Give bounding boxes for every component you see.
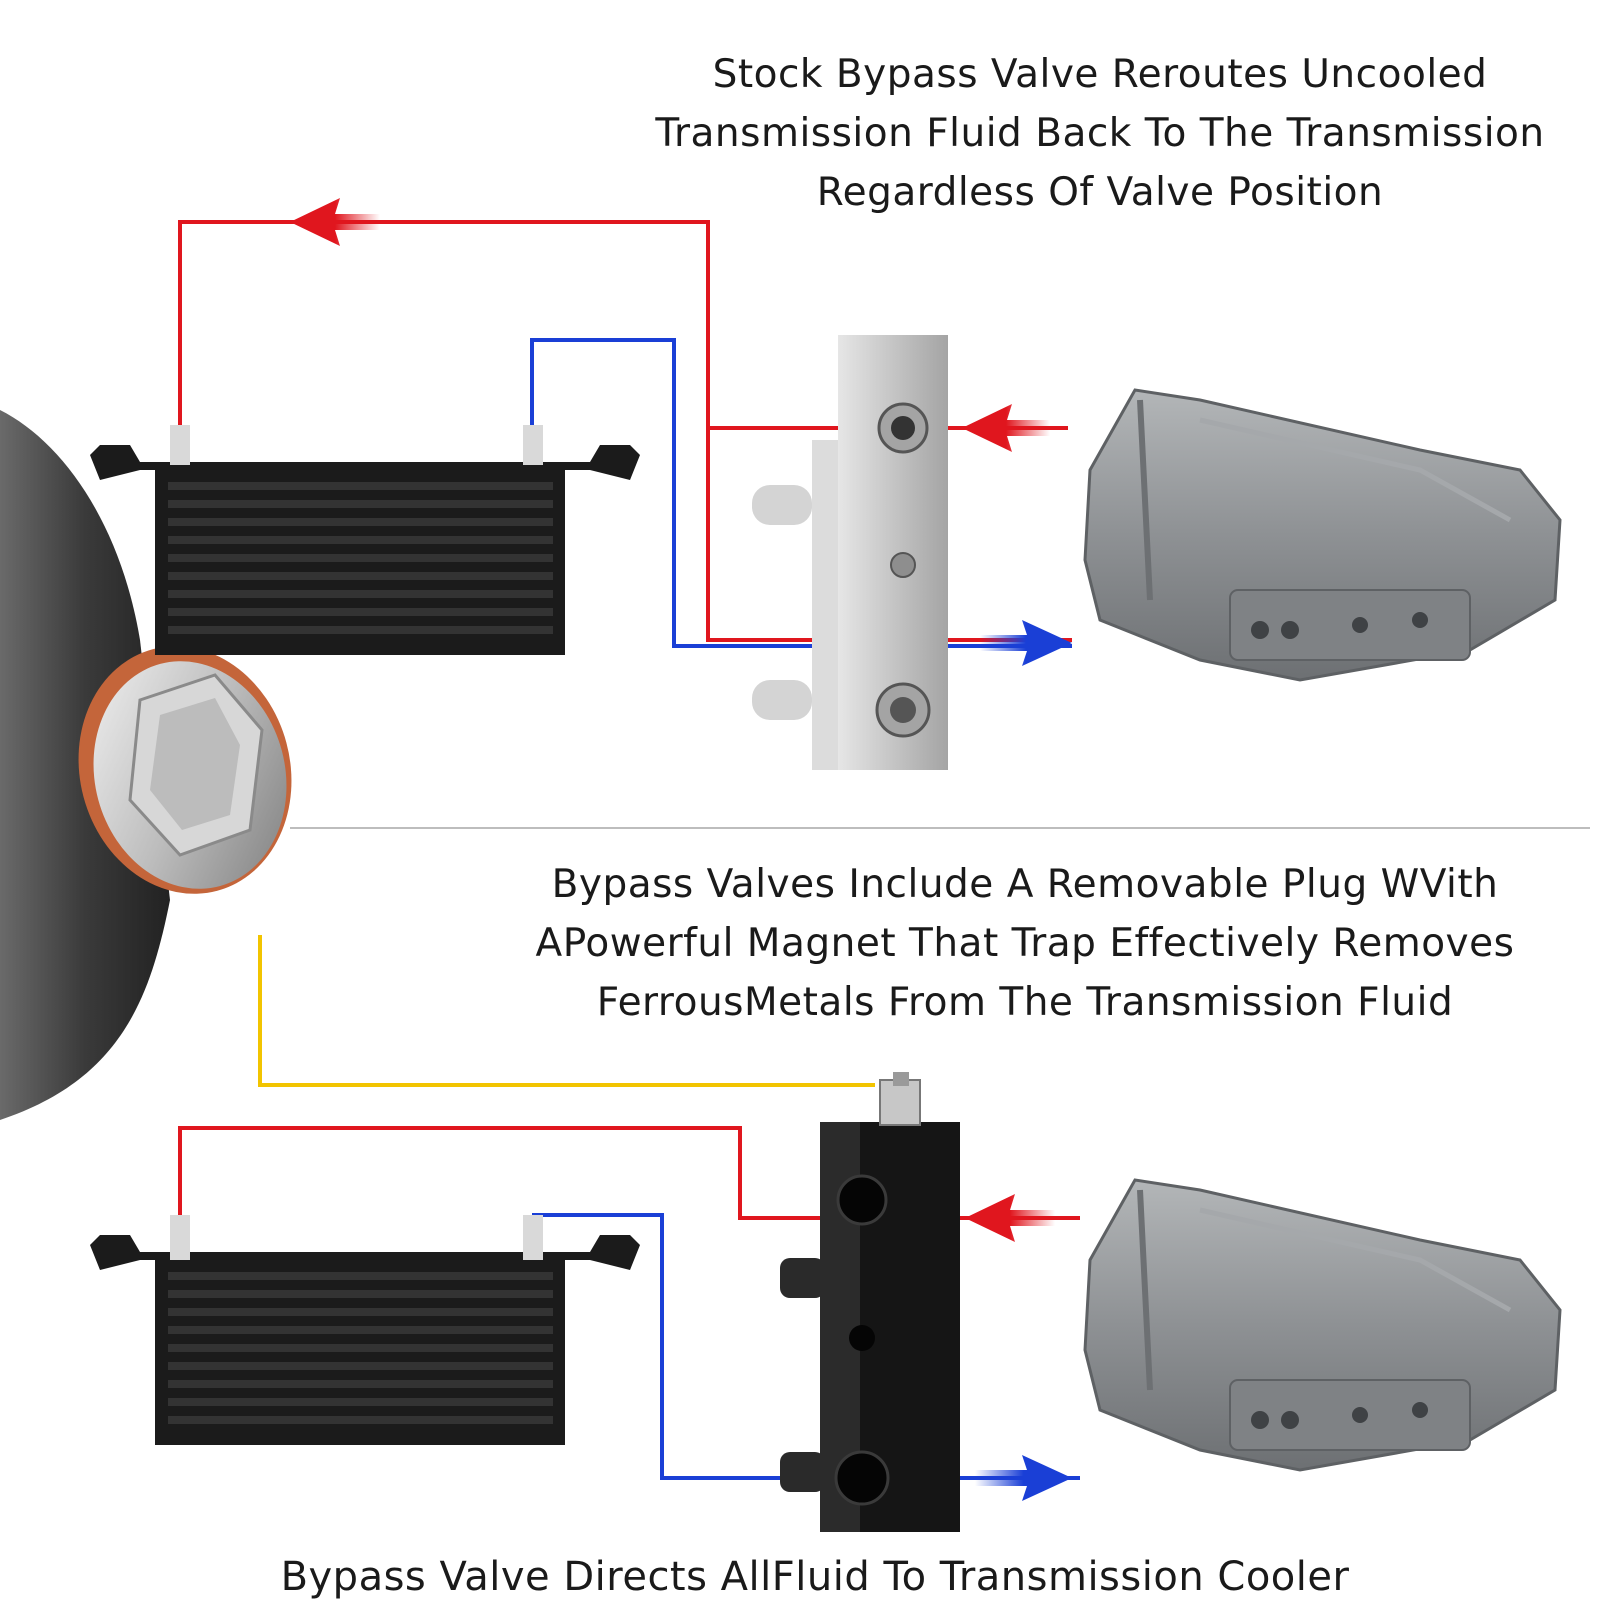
transmission-cooler-top — [90, 425, 640, 655]
stock-bypass-valve — [752, 335, 948, 770]
caption-line: APowerful Magnet That Trap Effectively R… — [535, 921, 1515, 966]
caption-line: FerrousMetals From The Transmission Flui… — [596, 980, 1454, 1025]
magnetic-plug-icon — [879, 1072, 921, 1126]
arrow-icon — [980, 620, 1072, 666]
caption-line: Transmission Fluid Back To The Transmiss… — [655, 111, 1545, 156]
caption-magnetic-plug: Bypass Valves Include A Removable Plug W… — [455, 855, 1595, 1032]
caption-upgraded-valve: Bypass Valve Directs AllFluid To Transmi… — [190, 1548, 1440, 1607]
transmission-bottom — [1083, 1178, 1562, 1472]
arrow-icon — [975, 1455, 1072, 1501]
arrow-icon — [962, 404, 1050, 452]
arrow-icon — [290, 198, 380, 246]
stock-flow-lines — [178, 220, 1072, 648]
arrow-icon — [965, 1194, 1055, 1242]
caption-line: Regardless Of Valve Position — [816, 170, 1384, 215]
caption-line: Bypass Valve Directs AllFluid To Transmi… — [280, 1554, 1350, 1600]
upgraded-bypass-valve — [780, 1122, 960, 1532]
caption-stock-valve: Stock Bypass Valve Reroutes Uncooled Tra… — [600, 45, 1600, 222]
caption-line: Bypass Valves Include A Removable Plug W… — [551, 862, 1499, 907]
transmission-top — [1083, 388, 1562, 682]
caption-line: Stock Bypass Valve Reroutes Uncooled — [712, 52, 1488, 97]
magnetic-plug-closeup — [0, 410, 292, 1120]
transmission-cooler-bottom — [90, 1215, 640, 1445]
